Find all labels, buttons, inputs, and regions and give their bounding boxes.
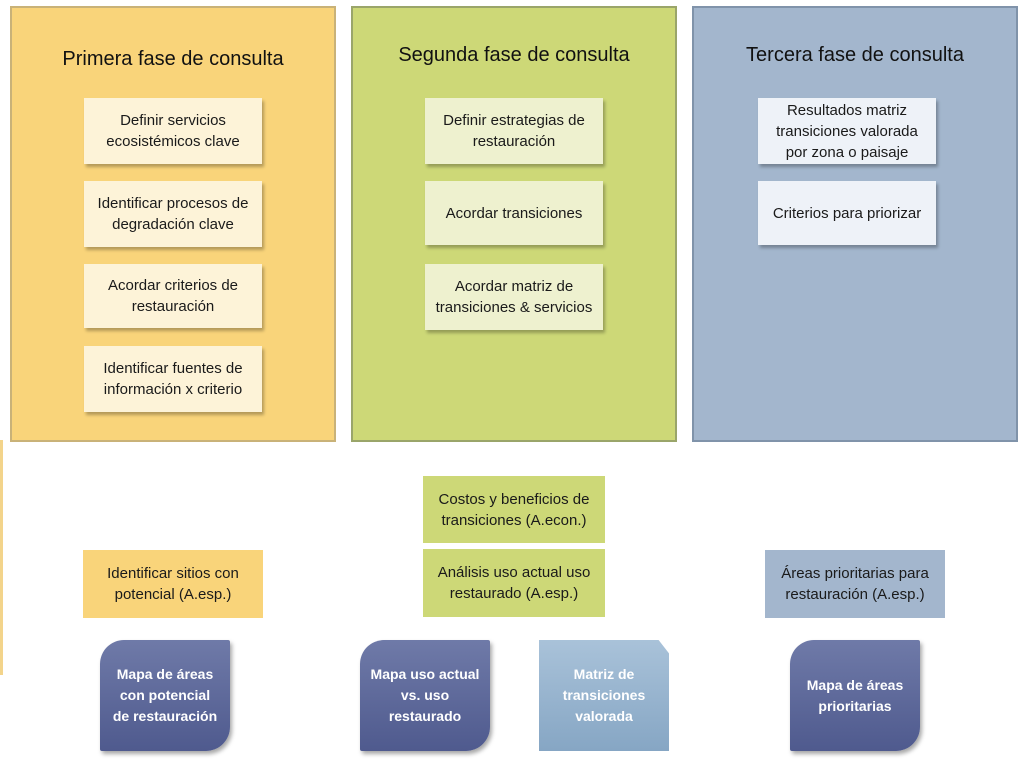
analysis-uso-actual: Análisis uso actual uso restaurado (A.es…	[423, 549, 605, 617]
phase-1-title: Primera fase de consulta	[62, 48, 284, 70]
left-edge-line	[0, 440, 3, 675]
result-mapa-prioritarias: Mapa de áreas prioritarias	[790, 640, 920, 751]
phase-2-panel: Segunda fase de consulta Definir estrate…	[351, 6, 677, 442]
phase-1-step-servicios: Definir servicios ecosistémicos clave	[84, 98, 262, 164]
analysis-costos-beneficios: Costos y beneficios de transiciones (A.e…	[423, 476, 605, 543]
analysis-areas-prioritarias: Áreas prioritarias para restauración (A.…	[765, 550, 945, 618]
phase-3-step-resultados: Resultados matriz transiciones valorada …	[758, 98, 936, 164]
phase-2-step-estrategias: Definir estrategias de restauración	[425, 98, 603, 164]
analysis-sitios-potencial: Identificar sitios con potencial (A.esp.…	[83, 550, 263, 618]
phase-1-step-procesos: Identificar procesos de degradación clav…	[84, 181, 262, 247]
result-mapa-potencial: Mapa de áreas con potencial de restaurac…	[100, 640, 230, 751]
phase-1-step-fuentes: Identificar fuentes de información x cri…	[84, 346, 262, 412]
phase-1-panel: Primera fase de consulta Definir servici…	[10, 6, 336, 442]
phase-3-title: Tercera fase de consulta	[746, 44, 964, 66]
phase-3-step-criterios: Criterios para priorizar	[758, 181, 936, 245]
phase-2-step-transiciones: Acordar transiciones	[425, 181, 603, 245]
phase-3-panel: Tercera fase de consulta Resultados matr…	[692, 6, 1018, 442]
phase-1-step-criterios: Acordar criterios de restauración	[84, 264, 262, 328]
result-matriz-valorada: Matriz de transiciones valorada	[539, 640, 669, 751]
phase-2-step-matriz: Acordar matriz de transiciones & servici…	[425, 264, 603, 330]
result-mapa-uso: Mapa uso actual vs. uso restaurado	[360, 640, 490, 751]
phase-2-title: Segunda fase de consulta	[398, 44, 630, 66]
